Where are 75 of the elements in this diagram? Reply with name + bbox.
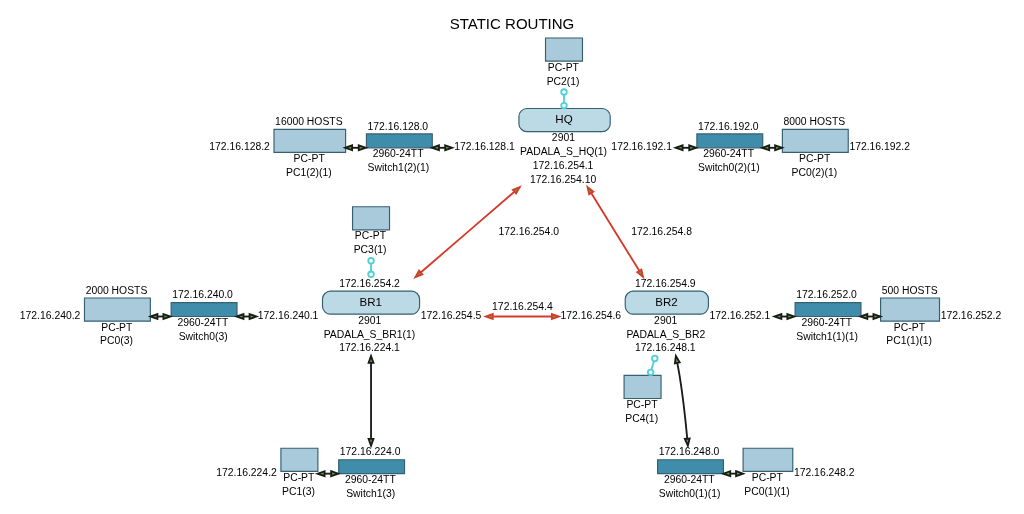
- node-label: 172.16.128.0: [367, 120, 429, 132]
- node-label: 172.16.254.10: [529, 173, 597, 185]
- node-label: Switch1(3): [346, 487, 396, 499]
- node-label: Switch0(1)(1): [658, 487, 721, 499]
- node-label: PC-PT: [283, 471, 315, 483]
- node-label: 172.16.254.6: [560, 310, 622, 322]
- node-label: PC4(1): [625, 412, 659, 424]
- node-label: PC3(1): [353, 244, 387, 256]
- node-label: 2960-24TT: [372, 148, 424, 160]
- node-label: PC1(2)(1): [286, 166, 332, 178]
- node-label: PC0(3): [100, 335, 133, 347]
- node-label: 172.16.128.2: [209, 141, 270, 153]
- node-label: 2960-24TT: [345, 474, 396, 486]
- node-label: PADALA_S_BR2: [626, 328, 706, 340]
- connector: [367, 257, 375, 278]
- node-label: 2901: [551, 132, 575, 144]
- node-label: 172.16.192.1: [611, 141, 672, 153]
- arrow: [367, 353, 375, 449]
- node-label: PC-PT: [354, 230, 386, 242]
- arrow: [673, 353, 691, 449]
- edge-label: 172.16.254.0: [498, 225, 560, 237]
- node-label: 172.16.240.2: [19, 310, 81, 322]
- node-label: 172.16.192.2: [849, 141, 910, 153]
- node-label: 172.16.128.1: [454, 141, 515, 153]
- node-label: Switch1(2)(1): [367, 162, 430, 174]
- arrow: [413, 185, 522, 279]
- node-label: PC-PT: [799, 152, 831, 164]
- node-label: 172.16.252.0: [796, 289, 857, 301]
- node-label: PC-PT: [101, 321, 133, 333]
- node-label: PC2(1): [546, 75, 580, 87]
- node-label: PC-PT: [626, 399, 658, 411]
- node-label: 172.16.254.9: [635, 277, 696, 289]
- node-label: 172.16.248.2: [793, 467, 855, 479]
- node-label: PADALA_S_HQ(1): [520, 145, 607, 157]
- node-label: 2901: [358, 314, 382, 326]
- node-label: PADALA_S_BR1(1): [323, 328, 416, 340]
- node-label: PC1(1)(1): [886, 335, 932, 347]
- node-label: 8000 HOSTS: [783, 115, 846, 127]
- node-label: 172.16.252.1: [709, 310, 771, 322]
- node-label: 16000 HOSTS: [275, 115, 343, 127]
- node-label: 172.16.240.1: [257, 310, 319, 322]
- diagram-title: STATIC ROUTING: [449, 15, 575, 33]
- node-label: PC-PT: [293, 152, 325, 164]
- node-label: PC-PT: [893, 321, 925, 333]
- node-label: Switch1(1)(1): [796, 330, 858, 342]
- node-label: 172.16.254.1: [532, 159, 594, 171]
- node-label: 172.16.252.2: [940, 310, 1002, 322]
- node-label: 172.16.192.0: [698, 120, 759, 132]
- node-label: 172.16.254.5: [420, 310, 482, 322]
- node-label: 2000 HOSTS: [85, 284, 148, 296]
- node-label: 2960-24TT: [801, 316, 853, 328]
- node-label: 172.16.248.0: [658, 446, 720, 458]
- arrow: [586, 184, 645, 280]
- node-label: 2960-24TT: [663, 474, 715, 486]
- node-label: 172.16.254.2: [339, 277, 400, 289]
- arrow: [483, 312, 562, 321]
- node-label: 500 HOSTS: [881, 284, 938, 296]
- edge-label: 172.16.254.8: [631, 225, 692, 237]
- edge-label: 172.16.254.4: [492, 300, 553, 312]
- node-label: 172.16.248.1: [635, 342, 696, 354]
- node-label: PC-PT: [547, 61, 579, 73]
- node-label: PC0(1)(1): [744, 485, 790, 497]
- node-label: PC0(2)(1): [791, 166, 838, 178]
- node-label: 172.16.224.2: [216, 467, 277, 479]
- node-label: PC1(3): [282, 485, 315, 497]
- node-label: 2901: [654, 314, 678, 326]
- node-label: 172.16.224.1: [339, 342, 400, 354]
- node-label: 2960-24TT: [177, 316, 229, 328]
- connector: [646, 354, 659, 377]
- node-label: Switch0(3): [178, 330, 228, 342]
- node-label: 2960-24TT: [703, 148, 754, 160]
- node-label: Switch0(2)(1): [698, 162, 760, 174]
- node-label: 172.16.224.0: [339, 446, 401, 458]
- node-label: PC-PT: [751, 471, 783, 483]
- node-label: 172.16.240.0: [172, 289, 233, 301]
